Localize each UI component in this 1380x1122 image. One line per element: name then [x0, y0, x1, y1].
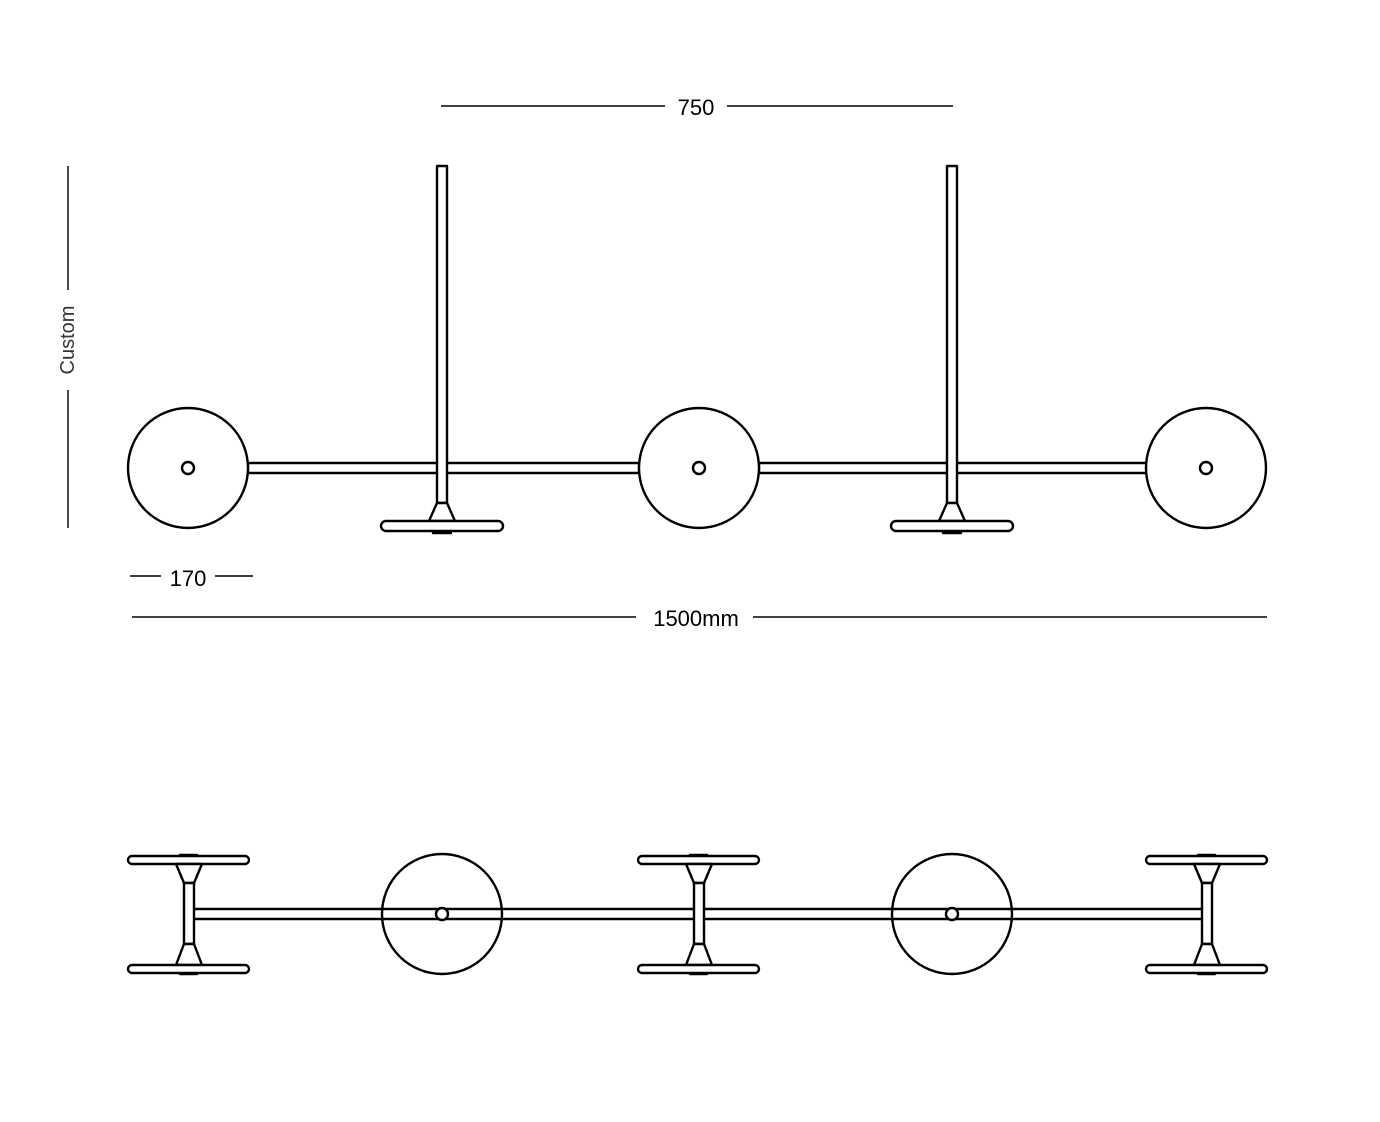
dimension-label-170: 170 — [170, 566, 207, 591]
dimension-label-1500mm: 1500mm — [653, 606, 739, 631]
dimension-height: Custom — [57, 166, 79, 528]
plan-view — [126, 852, 1269, 976]
dimension-disc-diameter: 170 — [130, 566, 253, 591]
dimension-top-spacing: 750 — [441, 95, 953, 120]
front-elevation-view — [126, 164, 1268, 535]
dimension-label-custom: Custom — [57, 306, 79, 375]
dimension-overall-length: 1500mm — [132, 606, 1267, 631]
plan-connector-right — [1144, 853, 1269, 976]
plan-disc-right-center — [944, 906, 960, 922]
dimension-label-750: 750 — [678, 95, 715, 120]
suspension-rod-right — [945, 164, 959, 505]
plan-connector-center — [636, 853, 761, 976]
canopy-right — [889, 501, 1015, 535]
plan-disc-left-center — [434, 906, 450, 922]
plan-connector-left — [126, 853, 251, 976]
front-disc-center — [637, 406, 761, 530]
canopy-left — [379, 501, 505, 535]
front-disc-right — [1144, 406, 1268, 530]
front-disc-left — [126, 406, 250, 530]
suspension-rod-left — [435, 164, 449, 505]
